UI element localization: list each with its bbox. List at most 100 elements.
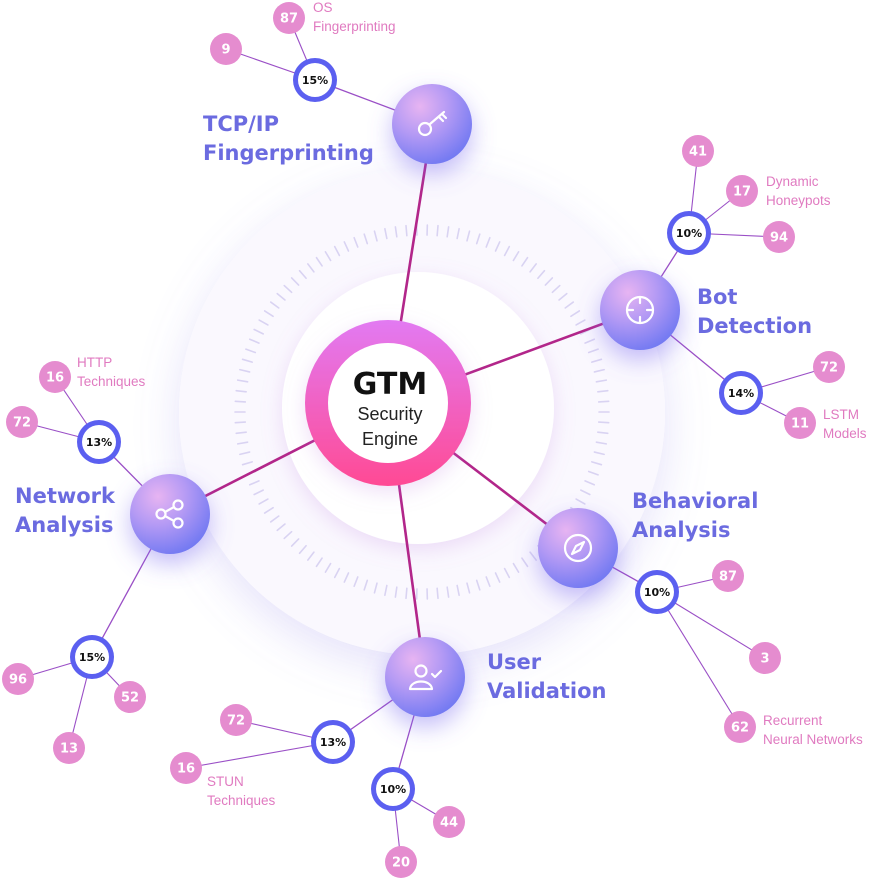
dial-tick: [597, 431, 609, 435]
dial-tick: [564, 301, 575, 309]
leaf-label: STUN: [207, 774, 244, 789]
percent-badge: 15%: [70, 635, 114, 679]
dial-tick: [512, 251, 520, 262]
percent-value: 10%: [676, 227, 702, 240]
core-face: [328, 343, 448, 463]
dial-tick: [529, 551, 537, 561]
category-labels: TCP/IPFingerprintingBotDetectionBehavior…: [15, 112, 812, 703]
value-badge-circle: [763, 221, 795, 253]
dial-tick: [248, 338, 260, 344]
dial-tick: [269, 515, 280, 523]
dial-tick: [235, 389, 247, 393]
dial-tick: [253, 489, 264, 496]
dial-tick: [363, 233, 369, 245]
dial-tick: [384, 584, 388, 597]
dial-tick: [466, 230, 471, 242]
value-badge: 52: [114, 681, 146, 713]
core-line-1: Security: [357, 404, 422, 424]
value-badge-circle: [726, 175, 758, 207]
value-badge: 41: [682, 135, 714, 167]
dial-tick: [324, 562, 332, 573]
value-badge: 16: [170, 752, 202, 784]
dial-tick: [456, 584, 460, 597]
leaf-line: [656, 591, 741, 728]
dial-tick: [584, 480, 596, 486]
node-circle: [538, 508, 618, 588]
user-check-icon: [408, 664, 443, 691]
leaf-label: Honeypots: [766, 193, 831, 208]
percent-badge: 14%: [719, 371, 763, 415]
category-label-bot: Detection: [697, 314, 812, 338]
value-badge-circle: [53, 732, 85, 764]
category-label-network: Analysis: [15, 513, 113, 537]
dial-tick: [593, 368, 605, 373]
node-bot: [600, 270, 680, 350]
dial-tick: [587, 348, 599, 354]
crosshair-icon: [625, 295, 655, 325]
dial-tick: [436, 587, 439, 600]
dial-tick: [333, 245, 341, 257]
value-badge-circle: [813, 351, 845, 383]
percent-face: [672, 216, 706, 250]
dial-tick: [551, 284, 561, 294]
dial-tick: [503, 567, 511, 579]
value-badge-number: 16: [177, 762, 195, 777]
dial-tick: [584, 338, 596, 344]
dial-tick: [446, 586, 450, 598]
dial-tick: [258, 498, 269, 505]
percent-face: [640, 575, 674, 609]
value-badge-circle: [39, 361, 71, 393]
value-badge-number: 20: [392, 856, 410, 871]
dial-tick: [241, 358, 253, 363]
dial-tick: [595, 441, 608, 445]
value-badge-number: 72: [227, 714, 245, 729]
dial-tick: [384, 227, 388, 240]
value-badge-circle: [6, 406, 38, 438]
percent-badge: 15%: [293, 58, 337, 102]
node-circle: [130, 474, 210, 554]
dial-tick: [253, 328, 264, 335]
dial-tick: [269, 301, 280, 309]
value-badge-number: 87: [719, 570, 737, 585]
value-badge: 16: [39, 361, 71, 393]
value-badge: 87: [712, 560, 744, 592]
percent-value: 10%: [644, 586, 670, 599]
node-tcpip: [392, 84, 472, 164]
dial-tick: [307, 551, 315, 561]
category-label-bot: Bot: [697, 285, 737, 309]
category-label-behavioral: Behavioral: [632, 489, 758, 513]
leaf-label: Neural Networks: [763, 732, 863, 747]
percent-face: [724, 376, 758, 410]
percent-value: 14%: [728, 387, 754, 400]
dial-tick: [591, 461, 603, 466]
dial-tick: [353, 576, 359, 588]
value-badge-number: 16: [46, 371, 64, 386]
dial-tick: [307, 263, 315, 273]
dial-tick: [456, 227, 460, 240]
category-nodes: [130, 84, 680, 717]
value-badge: 11: [784, 407, 816, 439]
dial-tick: [405, 587, 408, 600]
percent-face: [376, 772, 410, 806]
value-badge-number: 41: [689, 145, 707, 160]
dial-tick: [298, 544, 307, 555]
leaf-label: Dynamic: [766, 174, 819, 189]
dial-tick: [512, 562, 520, 573]
percent-badges: 15%10%14%10%13%10%13%15%: [70, 58, 763, 811]
dial-tick: [234, 400, 247, 403]
percent-badge: 10%: [371, 767, 415, 811]
value-badge: 94: [763, 221, 795, 253]
percent-value: 10%: [380, 783, 406, 796]
value-badge: 62: [724, 711, 756, 743]
dial-tick: [353, 236, 359, 248]
dial-tick: [475, 579, 481, 591]
value-badge: 96: [2, 663, 34, 695]
leaf-label: Models: [823, 426, 867, 441]
dial-tick: [597, 389, 609, 393]
leaf-label: Techniques: [77, 374, 146, 389]
category-label-user: User: [487, 650, 542, 674]
value-badge-circle: [433, 806, 465, 838]
percent-face: [82, 425, 116, 459]
value-badge-circle: [220, 704, 252, 736]
